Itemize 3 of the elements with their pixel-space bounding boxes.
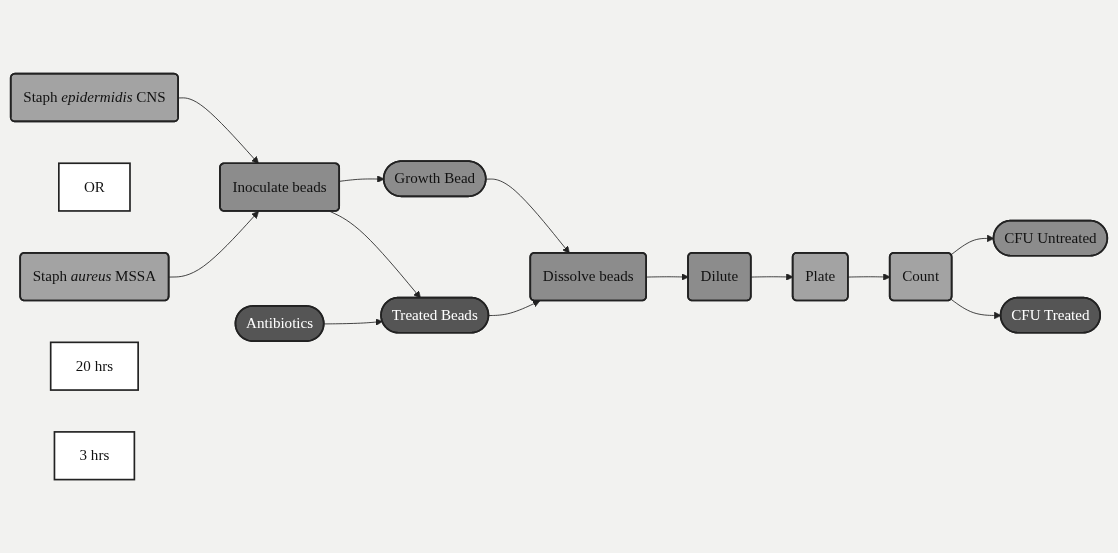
node-box: 3 hrs (53, 430, 136, 481)
node-box: 20 hrs (49, 341, 139, 391)
node-box: OR (58, 162, 131, 212)
